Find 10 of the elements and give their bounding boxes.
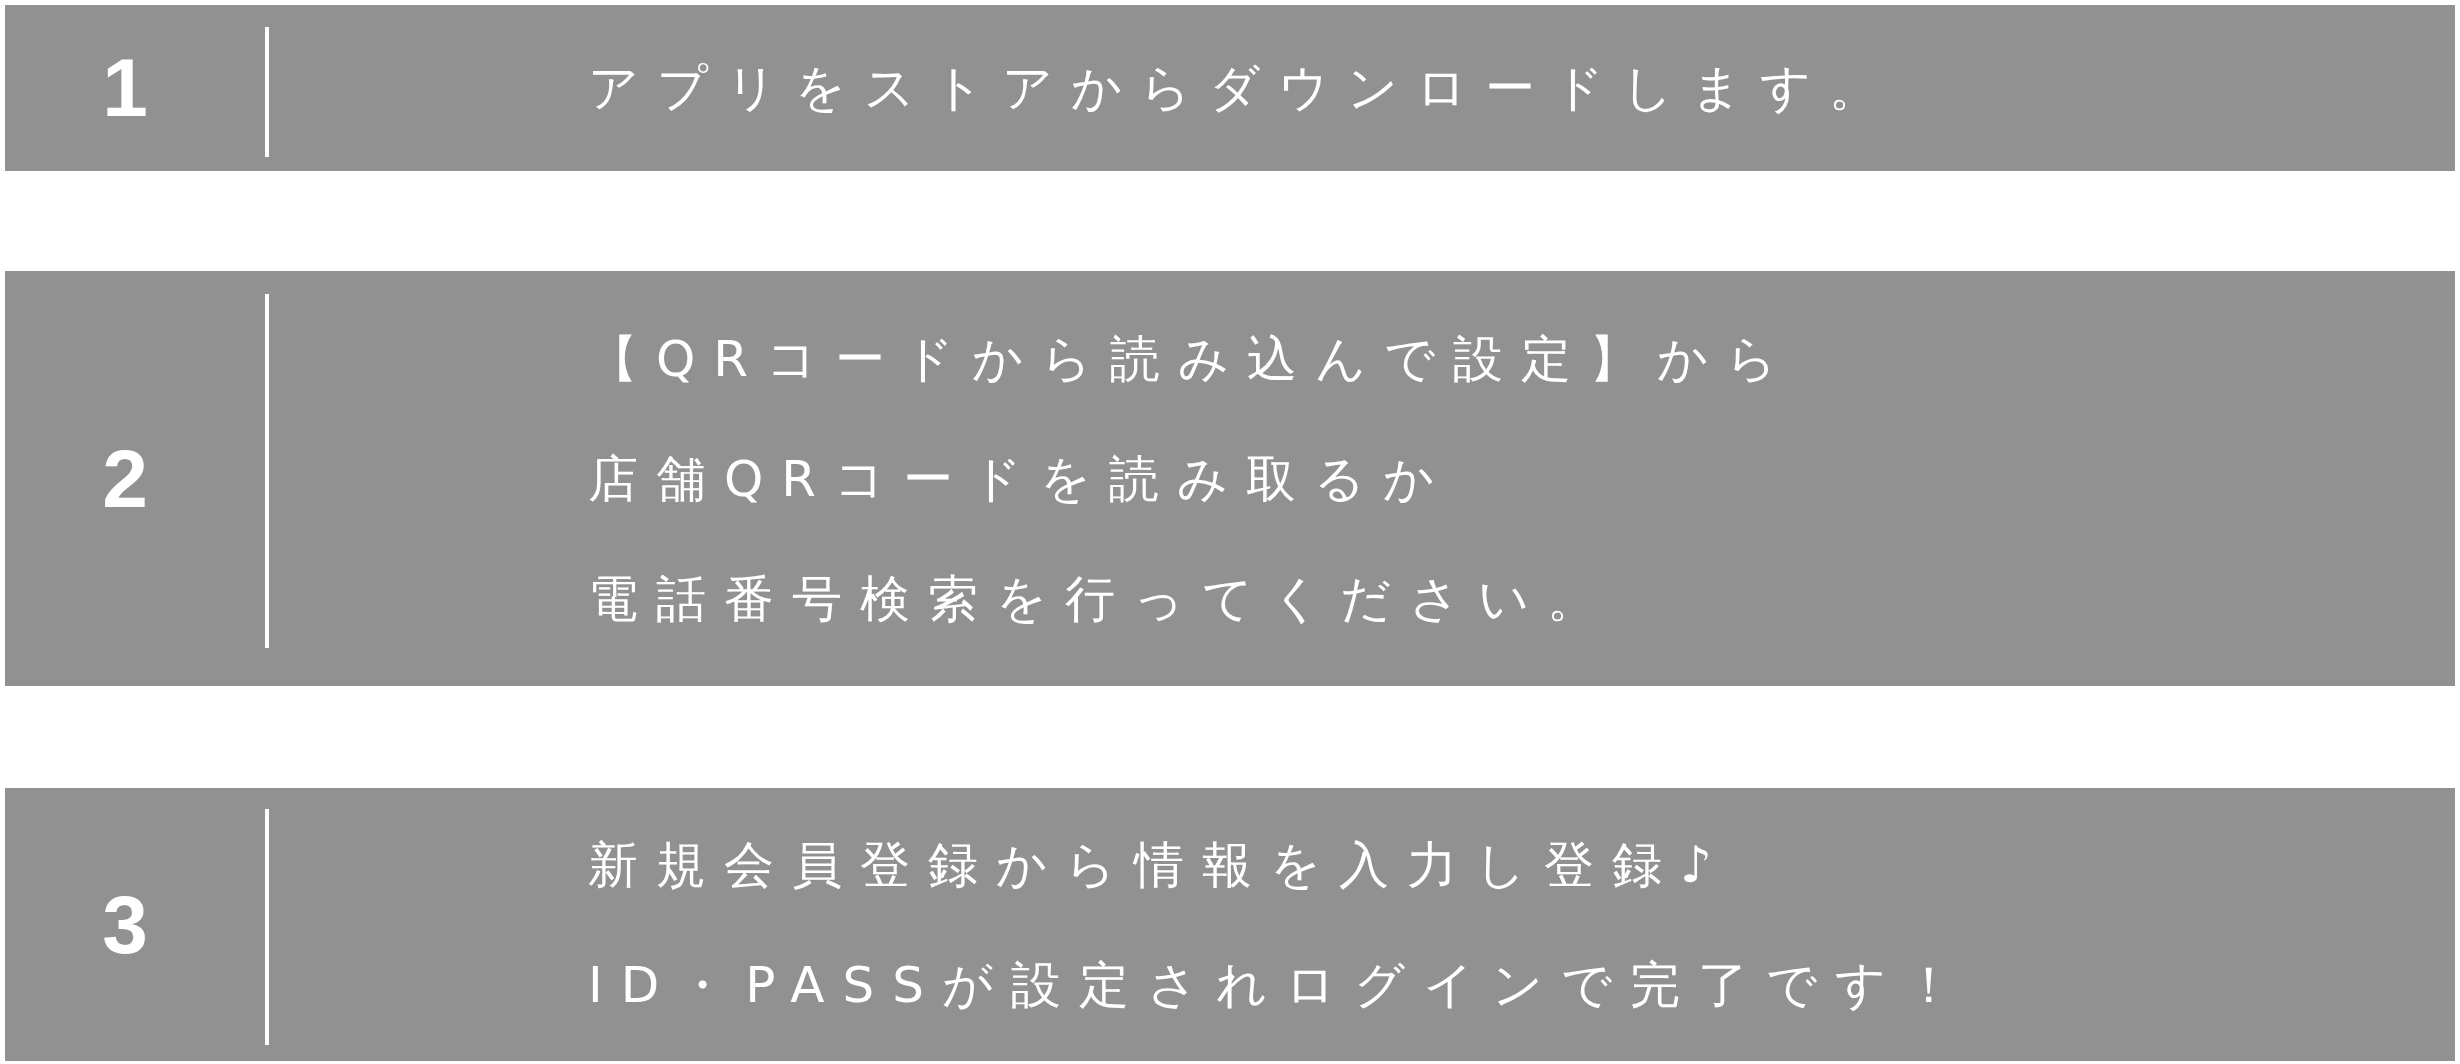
step-band [5,788,2455,1061]
instruction-text: アプリをストアからダウンロードします。 [588,58,1897,119]
step-number: 3 [101,883,149,966]
step-number: 1 [101,47,149,129]
instruction-text: ID・PASSが設定されログインで完了です！ [588,954,1972,1016]
instruction-text: 新規会員登録から情報を入力し登録♪ [588,834,1730,896]
instruction-text: 【QRコードから読み込んで設定】から店舗QRコードを読み取るか電話番号検索を行ってください。 [588,328,1796,630]
step-band [5,271,2455,686]
step-band [5,5,2455,171]
step-number: 2 [101,437,149,520]
